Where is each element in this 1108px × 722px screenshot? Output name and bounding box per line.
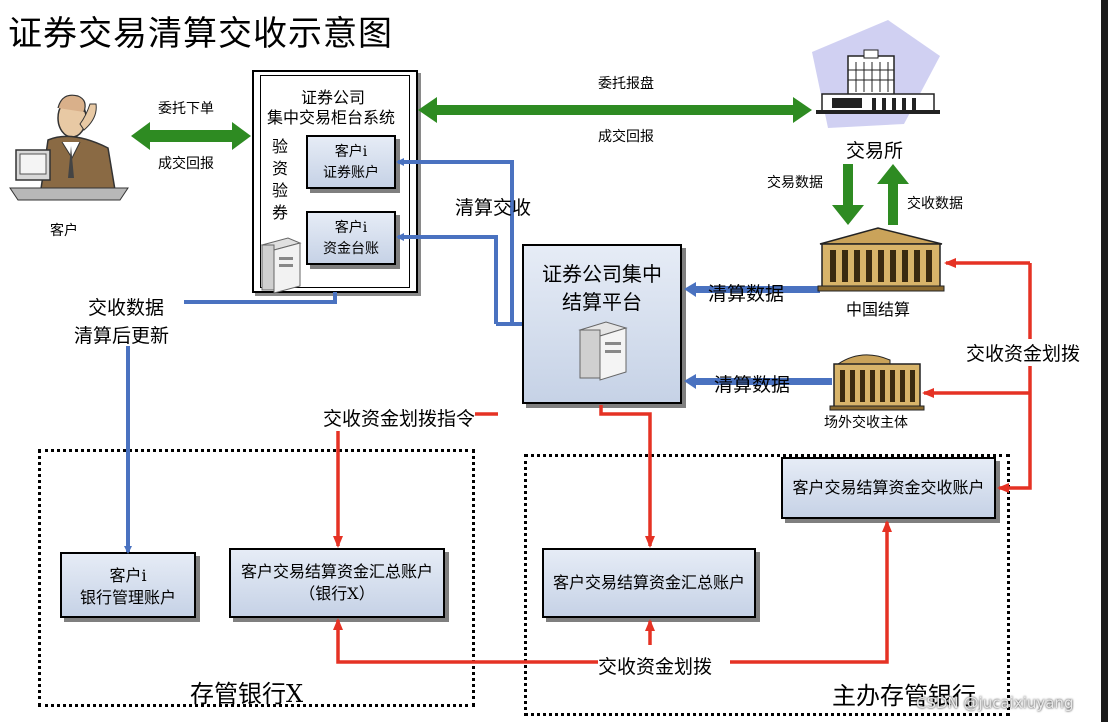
verify-char-1: 验	[272, 137, 289, 156]
csdc-label: 中国结算	[846, 300, 911, 319]
region-label-bank-x: 存管银行X	[190, 680, 304, 708]
label-deal-report-right: 成交回报	[598, 129, 654, 145]
label-trade-data: 交易数据	[767, 175, 823, 191]
verify-char-3: 验	[272, 181, 289, 200]
label-settle-data-left-2: 清算后更新	[74, 325, 170, 347]
broker-line2: 集中交易柜台系统	[267, 108, 396, 127]
label-deal-report-left: 成交回报	[158, 156, 214, 172]
region-main-bank	[524, 454, 1010, 716]
bank-mgmt-line1: 客户i	[109, 566, 147, 585]
otc-label: 场外交收主体	[824, 415, 908, 431]
green-arrow-customer-broker	[131, 122, 251, 150]
otc-illustration	[829, 354, 925, 411]
label-entrust-report: 委托报盘	[598, 76, 654, 92]
label-fund-transfer-right: 交收资金划拨	[966, 339, 1081, 366]
summary-x-line2: （银行X）	[299, 584, 375, 603]
securities-account-box: 客户i 证券账户	[306, 135, 396, 189]
sec-account-line2: 证券账户	[323, 165, 379, 181]
region-label-main-bank: 主办存管银行	[832, 682, 976, 710]
exchange-illustration	[812, 20, 940, 128]
verify-char-2: 资	[272, 159, 289, 178]
diagram-title: 证券交易清算交收示意图	[8, 14, 393, 54]
csdc-illustration	[817, 227, 945, 292]
green-arrow-broker-exchange	[418, 97, 812, 123]
blue-arrow-clear-data-1	[684, 282, 820, 297]
watermark: CSDN @jucaixiuyang	[916, 694, 1074, 712]
exchange-label: 交易所	[846, 140, 904, 162]
label-fund-transfer-cmd: 交收资金划拨指令	[323, 404, 476, 431]
green-arrow-trade-data	[832, 164, 864, 225]
platform-line2: 结算平台	[562, 290, 642, 314]
window-right-edge	[1101, 0, 1108, 722]
green-arrow-settle-data	[877, 164, 909, 225]
sec-account-line1: 客户i	[334, 144, 368, 160]
summary-x-line1: 客户交易结算资金汇总账户	[240, 562, 433, 581]
red-arrows	[333, 258, 1032, 664]
bank-mgmt-account-box: 客户i 银行管理账户	[60, 552, 196, 618]
region-bank-x	[38, 449, 475, 707]
fund-ledger-box: 客户i 资金台账	[306, 211, 396, 265]
blue-arrows	[124, 158, 522, 554]
label-settle-data-left-1: 交收数据	[88, 297, 165, 319]
platform-server-icon	[578, 321, 628, 381]
customer-illustration	[9, 94, 129, 201]
label-clear-settle: 清算交收	[455, 197, 532, 219]
customer-label: 客户	[50, 223, 78, 239]
settle-account-label: 客户交易结算资金交收账户	[792, 478, 985, 497]
summary-account-x-box: 客户交易结算资金汇总账户 （银行X）	[229, 548, 445, 618]
blue-arrow-clear-data-2	[684, 374, 832, 389]
label-settle-data: 交收数据	[907, 196, 963, 212]
fund-account-line2: 资金台账	[323, 241, 379, 257]
summary-main-label: 客户交易结算资金汇总账户	[552, 573, 745, 592]
label-clear-data-2: 清算数据	[714, 374, 791, 396]
bank-mgmt-line2: 银行管理账户	[79, 588, 176, 607]
broker-line1: 证券公司	[301, 88, 366, 107]
label-entrust: 委托下单	[158, 101, 214, 117]
server-icon	[260, 237, 302, 294]
label-fund-transfer-bottom: 交收资金划拨	[598, 652, 713, 679]
label-clear-data-1: 清算数据	[708, 283, 785, 305]
fund-account-line1: 客户i	[334, 220, 368, 236]
platform-line1: 证券公司集中	[542, 262, 662, 286]
verify-char-4: 券	[272, 203, 289, 222]
summary-account-main-box: 客户交易结算资金汇总账户	[542, 548, 756, 618]
settlement-account-box: 客户交易结算资金交收账户	[781, 457, 996, 519]
